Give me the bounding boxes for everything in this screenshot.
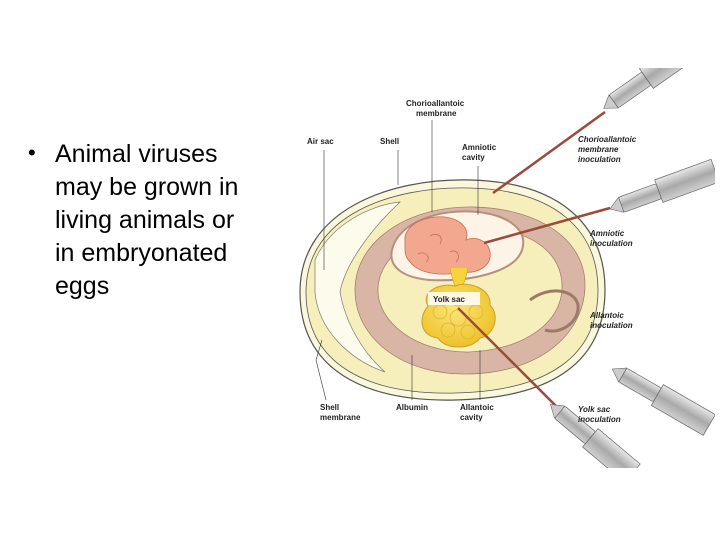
allantoic-inoculation-label-2: inoculation <box>590 321 633 330</box>
leader-lines <box>315 120 481 401</box>
yolk-sac-inoculation-label-2: inoculation <box>578 415 621 424</box>
amniotic-inoculation-label-2: inoculation <box>590 239 633 248</box>
yolk-sac-inoculation-label-1: Yolk sac <box>578 405 611 414</box>
chorioallantoic-inoculation-label-1: Chorioallantoic <box>578 135 637 144</box>
albumin-label: Albumin <box>396 403 428 412</box>
syringe-allantoic <box>611 367 715 436</box>
needle-yolk-sac <box>457 307 571 421</box>
yolk-sac-label: Yolk sac <box>433 295 465 304</box>
chorioallantoic-inoculation-label-3: inoculation <box>578 155 621 164</box>
air-sac <box>314 201 401 373</box>
shell-label: Shell <box>380 137 399 146</box>
embryo <box>404 216 491 275</box>
chorioallantoic-membrane-label-1: Chorioallantoic <box>406 99 465 108</box>
syringe-yolk-sac <box>550 404 641 468</box>
allantoic-inoculation-label-1: Allantoic <box>589 311 624 320</box>
allantoic-pocket <box>529 289 580 333</box>
shell-membrane-label-1: Shell <box>320 403 339 412</box>
embryonated-egg-diagram: Yolk sac <box>299 68 715 468</box>
syringe-amniotic <box>609 158 715 213</box>
bullet-text: Animal viruses may be grown in living an… <box>55 140 239 300</box>
needles <box>457 110 611 421</box>
allantoic-cavity-label-2: cavity <box>460 413 483 422</box>
bullet-symbol: • <box>28 140 36 165</box>
yolk-sac-label-box <box>428 292 480 305</box>
chorioallantoic-membrane-label-2: membrane <box>416 109 457 118</box>
shell-membrane-label-2: membrane <box>320 413 361 422</box>
chorioallantoic-inoculation-label-2: membrane <box>578 145 619 154</box>
amniotic-cavity-label-1: Amniotic <box>462 143 497 152</box>
air-sac-label: Air sac <box>307 137 334 146</box>
allantoic-cavity-label-1: Allantoic <box>460 403 494 412</box>
needle-chorioallantoic <box>492 110 606 195</box>
amniotic-cavity-label-2: cavity <box>462 153 485 162</box>
syringe-chorioallantoic <box>603 68 703 109</box>
needle-amniotic <box>483 206 611 245</box>
amniotic-inoculation-label-1: Amniotic <box>589 229 625 238</box>
